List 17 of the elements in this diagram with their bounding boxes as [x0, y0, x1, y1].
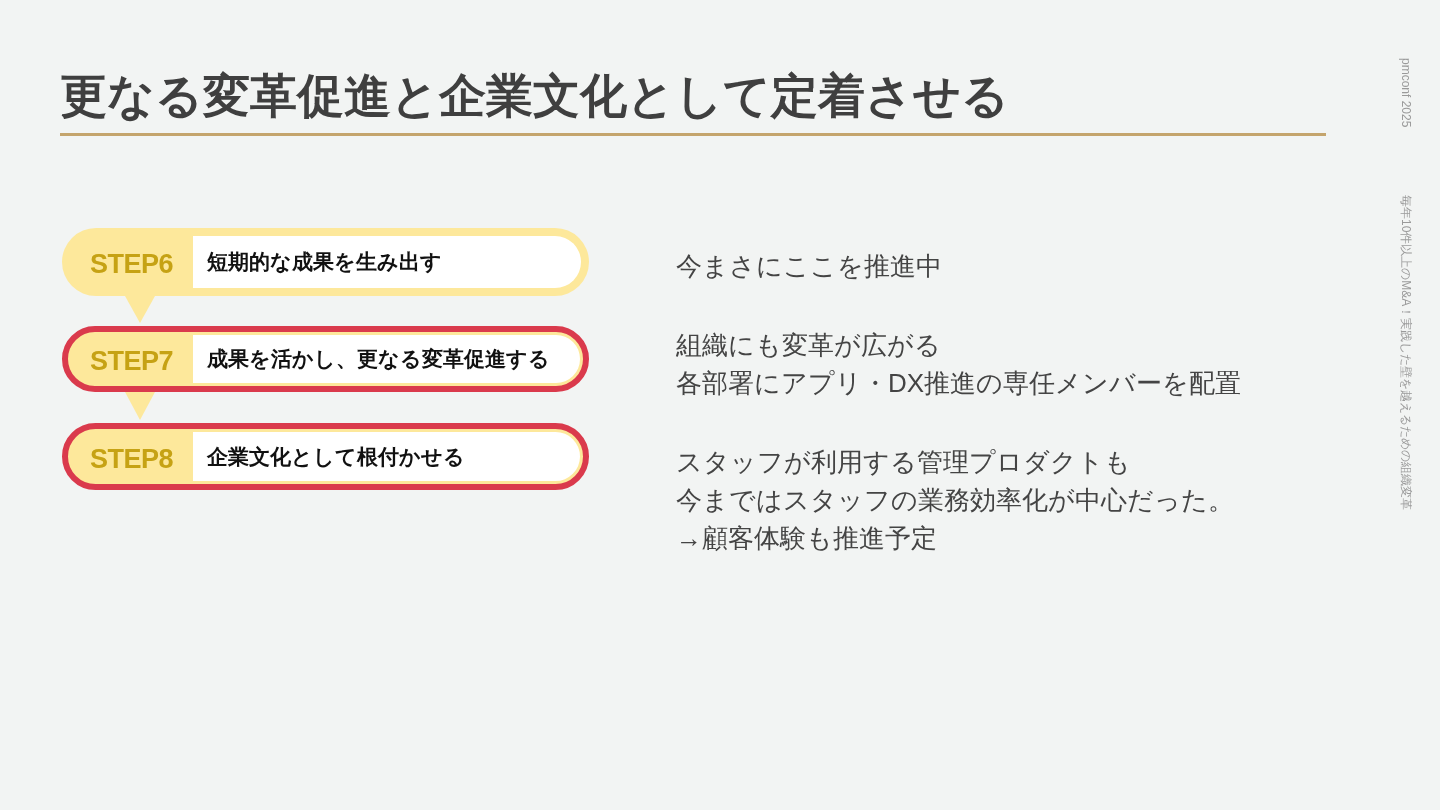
- description-text: 組織にも変革が広がる: [676, 329, 941, 362]
- pointer-triangle: [125, 296, 155, 323]
- side-caption: 毎年10件以上のM&A！実践した壁を越えるための組織変革: [1398, 195, 1414, 511]
- description-text: →顧客体験も推進予定: [676, 522, 937, 555]
- description-text: スタッフが利用する管理プロダクトも: [676, 446, 1131, 479]
- side-caption: pmconf 2025: [1398, 58, 1414, 128]
- title-box: 短期的な成果を生み出す: [193, 236, 581, 288]
- step-number: STEP8: [90, 442, 174, 475]
- step-number: STEP6: [90, 248, 174, 280]
- description-text: 各部署にアプリ・DX推進の専任メンバーを配置: [676, 367, 1242, 400]
- pointer-triangle: [125, 392, 155, 420]
- slide-title: 更なる変革促進と企業文化として定着させる: [60, 68, 1009, 124]
- title-box: 成果を活かし、更なる変革促進する: [193, 335, 580, 383]
- description-text: 今まではスタッフの業務効率化が中心だった。: [676, 484, 1234, 517]
- title-box: 企業文化として根付かせる: [193, 432, 580, 481]
- description-text: 今まさにここを推進中: [676, 250, 942, 283]
- step-number: STEP7: [90, 345, 174, 377]
